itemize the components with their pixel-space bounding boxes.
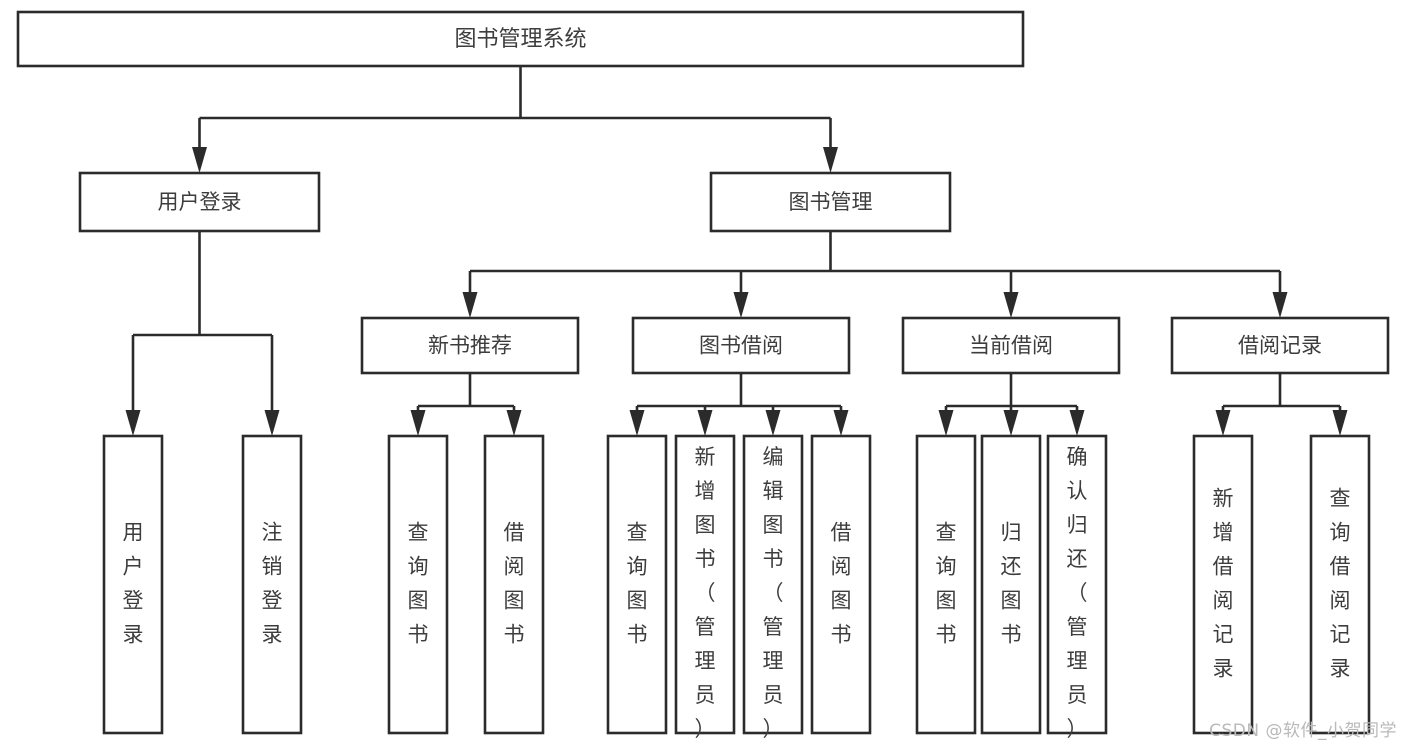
node-label-current: 当前借阅 (969, 334, 1053, 358)
node-box-leaf-rec-query (1309, 434, 1371, 735)
node-box-leaf-book-borrow (810, 434, 872, 735)
edge-group-current (938, 373, 1085, 436)
edge-group-borrow (629, 373, 849, 436)
node-box-leaf-new-query (387, 434, 449, 735)
node-layer: 图书管理系统用户登录图书管理新书推荐图书借阅当前借阅借阅记录用户登录注销登录查询… (16, 10, 1390, 741)
node-label-leaf-new-borrow: 借阅图书 (504, 521, 525, 647)
node-label-leaf-borrow-query: 查询图书 (627, 521, 648, 647)
node-label-root: 图书管理系统 (454, 27, 586, 52)
edge-group-login (125, 231, 280, 436)
node-label-bookmgr: 图书管理 (789, 190, 873, 214)
node-label-leaf-new-query: 查询图书 (408, 521, 429, 647)
edge-group-record (1215, 373, 1348, 436)
node-box-leaf-new-borrow (483, 434, 545, 735)
node-label-leaf-book-add: 新增图书（管理员） (695, 445, 716, 741)
node-box-newbook (360, 316, 580, 375)
node-leaf-rec-query[interactable]: 查询借阅记录 (1309, 434, 1371, 735)
node-box-leaf-book-edit (742, 434, 804, 735)
node-box-root (16, 10, 1025, 68)
node-label-record: 借阅记录 (1238, 334, 1322, 358)
node-label-newbook: 新书推荐 (428, 334, 512, 358)
node-leaf-new-query[interactable]: 查询图书 (387, 434, 449, 735)
node-label-leaf-cur-confirm: 确认归还（管理员） (1067, 445, 1088, 741)
node-box-login (78, 171, 321, 233)
node-newbook[interactable]: 新书推荐 (360, 316, 580, 375)
edge-group-root (192, 66, 838, 173)
node-label-leaf-cur-query: 查询图书 (936, 521, 957, 647)
node-leaf-new-borrow[interactable]: 借阅图书 (483, 434, 545, 735)
node-box-borrow (631, 316, 851, 375)
node-current[interactable]: 当前借阅 (901, 316, 1121, 375)
node-box-current (901, 316, 1121, 375)
node-box-leaf-cur-confirm (1046, 434, 1108, 735)
node-box-leaf-user-login (102, 434, 164, 735)
node-label-leaf-user-logout: 注销登录 (262, 521, 283, 647)
node-leaf-book-add[interactable]: 新增图书（管理员） (674, 434, 736, 741)
node-leaf-user-login[interactable]: 用户登录 (102, 434, 164, 735)
edge-group-bookmgr (462, 231, 1288, 318)
node-label-leaf-cur-return: 归还图书 (1001, 521, 1022, 647)
node-root[interactable]: 图书管理系统 (16, 10, 1025, 68)
node-box-leaf-cur-query (915, 434, 977, 735)
node-box-leaf-user-logout (241, 434, 303, 735)
node-label-leaf-user-login: 用户登录 (123, 521, 144, 647)
node-record[interactable]: 借阅记录 (1170, 316, 1390, 375)
node-leaf-cur-confirm[interactable]: 确认归还（管理员） (1046, 434, 1108, 741)
node-leaf-book-borrow[interactable]: 借阅图书 (810, 434, 872, 735)
node-login[interactable]: 用户登录 (78, 171, 321, 233)
node-leaf-cur-return[interactable]: 归还图书 (980, 434, 1042, 735)
node-leaf-book-edit[interactable]: 编辑图书（管理员） (742, 434, 804, 741)
node-box-leaf-cur-return (980, 434, 1042, 735)
edge-layer (125, 66, 1348, 436)
node-box-leaf-book-add (674, 434, 736, 735)
node-leaf-cur-query[interactable]: 查询图书 (915, 434, 977, 735)
node-bookmgr[interactable]: 图书管理 (709, 171, 952, 233)
node-borrow[interactable]: 图书借阅 (631, 316, 851, 375)
edge-group-newbook (410, 373, 522, 436)
node-label-leaf-book-borrow: 借阅图书 (831, 521, 852, 647)
node-label-leaf-rec-add: 新增借阅记录 (1213, 487, 1234, 681)
node-leaf-user-logout[interactable]: 注销登录 (241, 434, 303, 735)
node-box-bookmgr (709, 171, 952, 233)
node-box-record (1170, 316, 1390, 375)
node-label-login: 用户登录 (158, 190, 242, 214)
node-box-leaf-rec-add (1192, 434, 1254, 735)
node-leaf-rec-add[interactable]: 新增借阅记录 (1192, 434, 1254, 735)
node-leaf-borrow-query[interactable]: 查询图书 (606, 434, 668, 735)
node-label-leaf-rec-query: 查询借阅记录 (1330, 487, 1351, 681)
node-label-leaf-book-edit: 编辑图书（管理员） (763, 445, 784, 741)
node-label-borrow: 图书借阅 (699, 334, 783, 358)
node-box-leaf-borrow-query (606, 434, 668, 735)
